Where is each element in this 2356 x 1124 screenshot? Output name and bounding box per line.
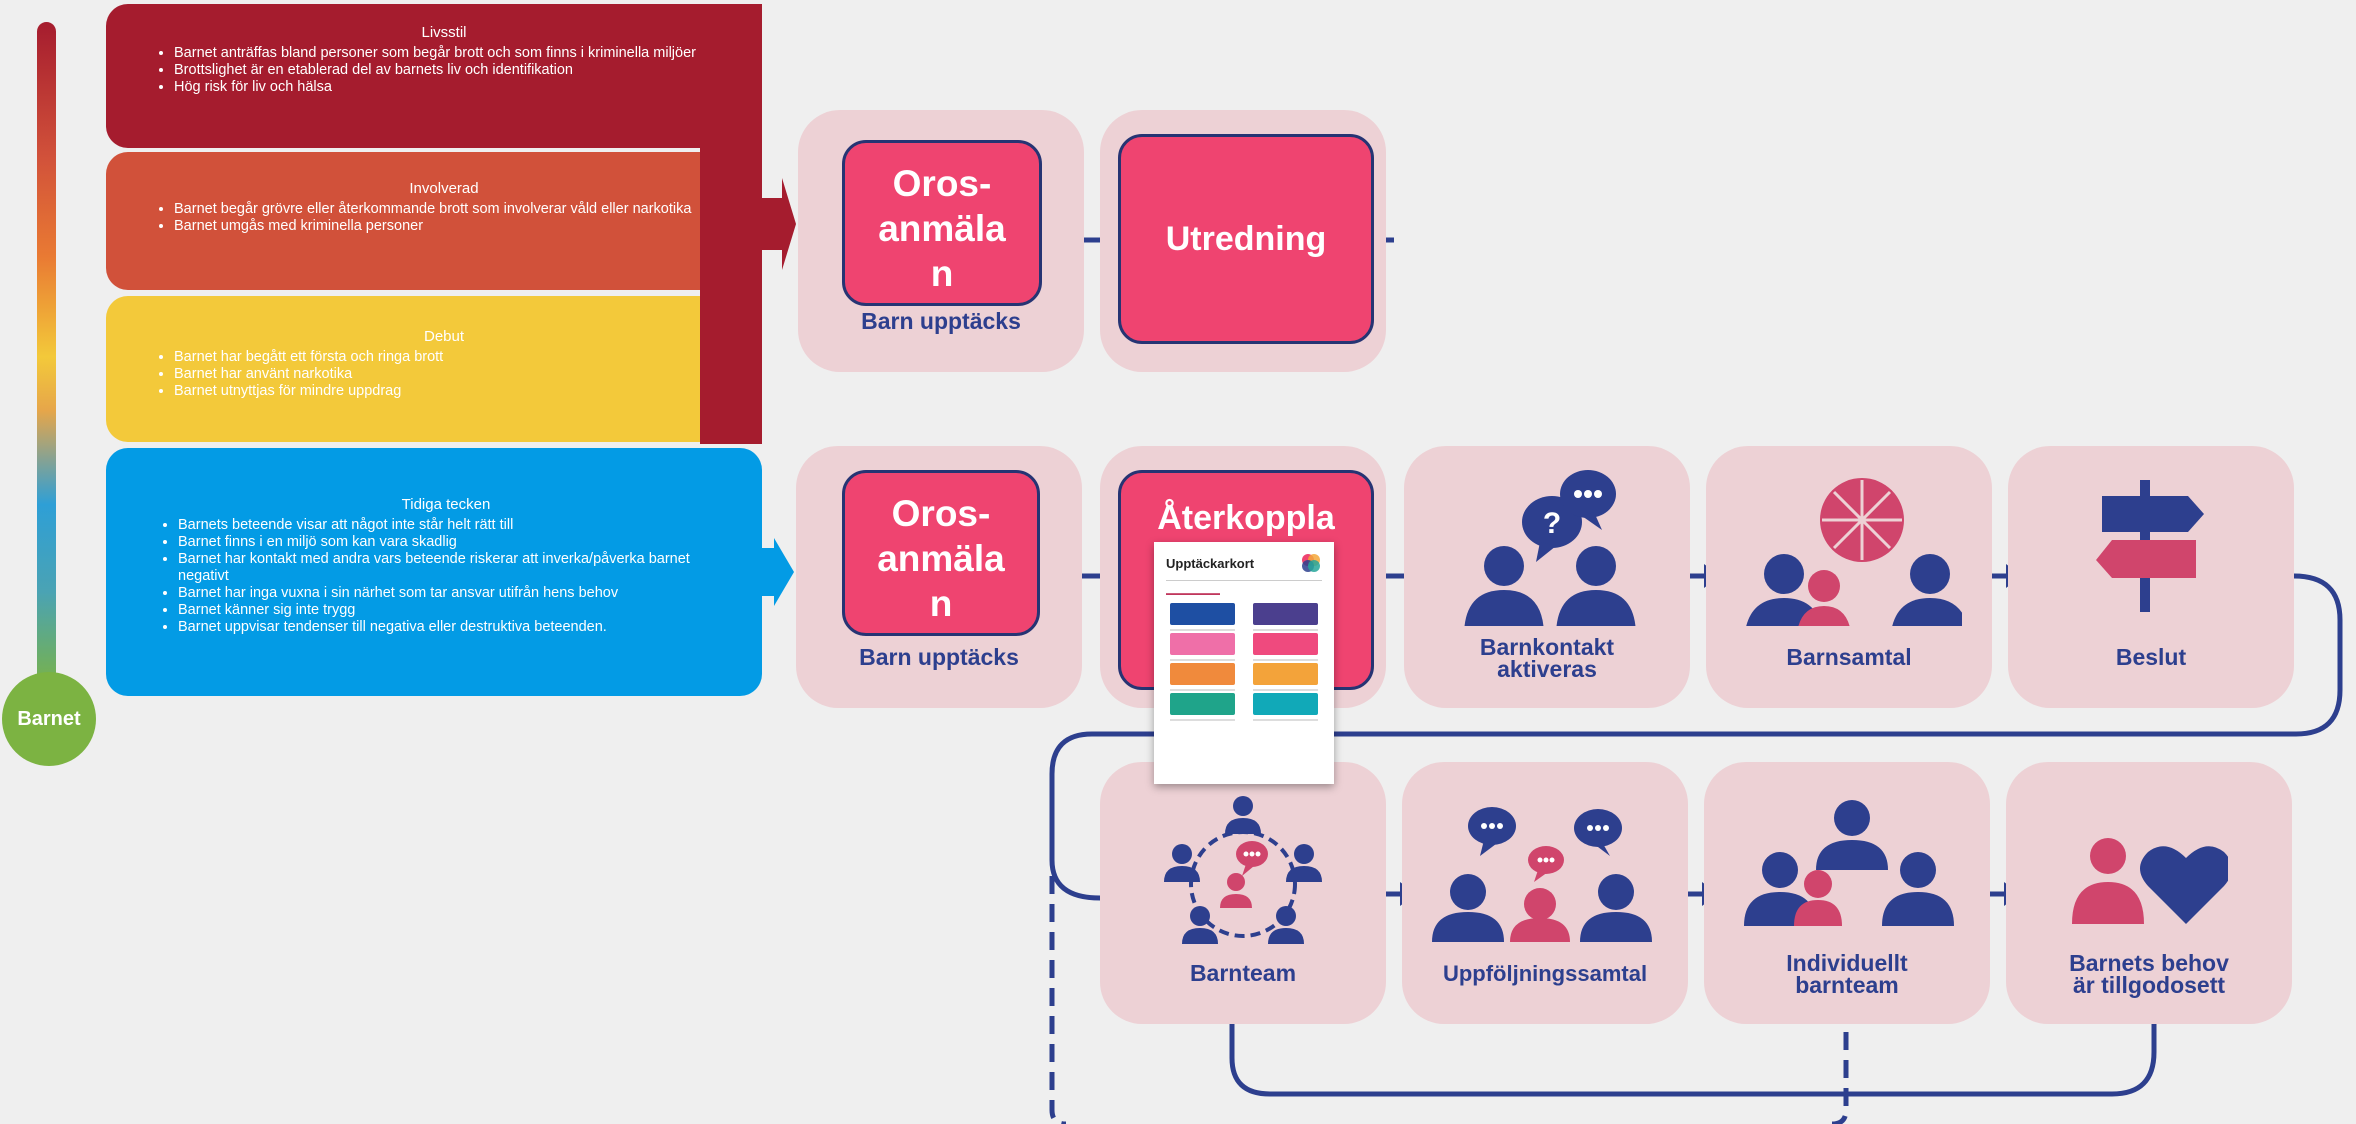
barnet-label: Barnet xyxy=(17,707,81,730)
document-title: Upptäckarkort xyxy=(1166,555,1255,571)
utredning-text: Utredning xyxy=(1165,219,1327,258)
stage-item: Hög risk för liv och hälsa xyxy=(174,79,732,96)
card-individuellt-barnteam: Individuellt barnteam xyxy=(1704,762,1990,1024)
document-subtitle-line: ▬▬▬▬▬▬▬▬▬ xyxy=(1166,591,1220,597)
card-label: Barnets behov är tillgodosett xyxy=(2069,950,2229,998)
stage-item: Barnet anträffas bland personer som begå… xyxy=(174,45,732,62)
card-uppfoljningssamtal: Uppföljningssamtal xyxy=(1402,762,1688,1024)
document-tile-grid xyxy=(1166,603,1322,721)
conversation-icon xyxy=(1746,478,1962,626)
stage-item: Brottslighet är en etablerad del av barn… xyxy=(174,62,732,79)
card-label: Barnteam xyxy=(1189,960,1297,986)
stage-item: Barnet har kontakt med andra vars beteen… xyxy=(178,551,732,585)
svg-text:?: ? xyxy=(1543,507,1561,540)
utredning-box: Utredning xyxy=(1118,134,1374,344)
orosanmalan-text: Oros- anmäla n xyxy=(878,162,1006,294)
family-group-icon xyxy=(1744,800,1954,926)
document-tile xyxy=(1253,633,1318,661)
card-orosanmalan-1: Oros- anmäla n Barn upptäcks xyxy=(798,110,1084,372)
card-beslut: Beslut xyxy=(2008,446,2294,708)
group-talk-icon xyxy=(1432,807,1652,942)
red-arrow-head xyxy=(762,178,796,270)
stage-item: Barnet har begått ett första och ringa b… xyxy=(174,349,732,366)
signpost-icon xyxy=(2096,480,2204,612)
document-tile xyxy=(1170,693,1235,721)
orosanmalan-text: Oros- anmäla n xyxy=(877,492,1005,624)
stage-debut: Debut Barnet har begått ett första och r… xyxy=(106,296,762,442)
progression-bar xyxy=(37,22,56,692)
stage-title: Livsstil xyxy=(421,24,467,41)
card-barnkontakt: ? Barnkontakt aktiveras xyxy=(1404,446,1690,708)
stage-item: Barnet har använt narkotika xyxy=(174,366,732,383)
people-speech-icon: ? xyxy=(1464,470,1636,626)
document-tile xyxy=(1253,603,1318,631)
stage-item: Barnet har inga vuxna i sin närhet som t… xyxy=(178,585,732,602)
document-tile xyxy=(1170,663,1235,691)
document-logo-icon xyxy=(1302,554,1320,572)
stage-title: Involverad xyxy=(409,180,479,197)
person-heart-icon xyxy=(2072,838,2228,924)
orosanmalan-box: Oros- anmäla n xyxy=(842,470,1040,636)
document-tile xyxy=(1170,633,1235,661)
card-label: Barn upptäcks xyxy=(861,308,1021,334)
aterkoppla-text: Återkoppla xyxy=(1157,499,1335,537)
card-label: Barnkontakt aktiveras xyxy=(1479,634,1615,682)
stage-tidiga-tecken: Tidiga tecken Barnets beteende visar att… xyxy=(106,448,762,696)
card-utredning: Utredning xyxy=(1100,110,1386,372)
stage-item: Barnet uppvisar tendenser till negativa … xyxy=(178,619,732,636)
stage-item: Barnet umgås med kriminella personer xyxy=(174,218,732,235)
stage-title: Debut xyxy=(423,328,465,345)
card-barnsamtal: Barnsamtal xyxy=(1706,446,1992,708)
barnet-circle: Barnet xyxy=(2,672,96,766)
stage-item: Barnet utnyttjas för mindre uppdrag xyxy=(174,383,732,400)
stage-item: Barnets beteende visar att något inte st… xyxy=(178,517,732,534)
card-label: Uppföljningssamtal xyxy=(1442,961,1648,986)
stage-connector xyxy=(700,4,762,444)
card-label: Beslut xyxy=(2115,644,2187,670)
card-orosanmalan-2: Oros- anmäla n Barn upptäcks xyxy=(796,446,1082,708)
orosanmalan-box: Oros- anmäla n xyxy=(842,140,1042,306)
stage-item: Barnet begår grövre eller återkommande b… xyxy=(174,201,732,218)
stage-involverad: Involverad Barnet begår grövre eller åte… xyxy=(106,152,762,290)
document-tile xyxy=(1253,663,1318,691)
stage-title: Tidiga tecken xyxy=(401,496,491,513)
card-label: Barnsamtal xyxy=(1786,644,1912,670)
upptackarkort-document: Upptäckarkort ▬▬▬▬▬▬▬▬▬ xyxy=(1154,542,1334,784)
card-label: Barn upptäcks xyxy=(859,644,1019,670)
stage-item: Barnet känner sig inte trygg xyxy=(178,602,732,619)
document-tile xyxy=(1253,693,1318,721)
blue-arrow-head xyxy=(762,538,794,606)
team-circle-icon xyxy=(1164,796,1322,944)
stage-item: Barnet finns i en miljö som kan vara ska… xyxy=(178,534,732,551)
card-barnteam: Barnteam xyxy=(1100,762,1386,1024)
document-tile xyxy=(1170,603,1235,631)
card-label: Individuellt barnteam xyxy=(1786,950,1908,998)
stage-livsstil: Livsstil Barnet anträffas bland personer… xyxy=(106,4,762,148)
card-barnets-behov: Barnets behov är tillgodosett xyxy=(2006,762,2292,1024)
